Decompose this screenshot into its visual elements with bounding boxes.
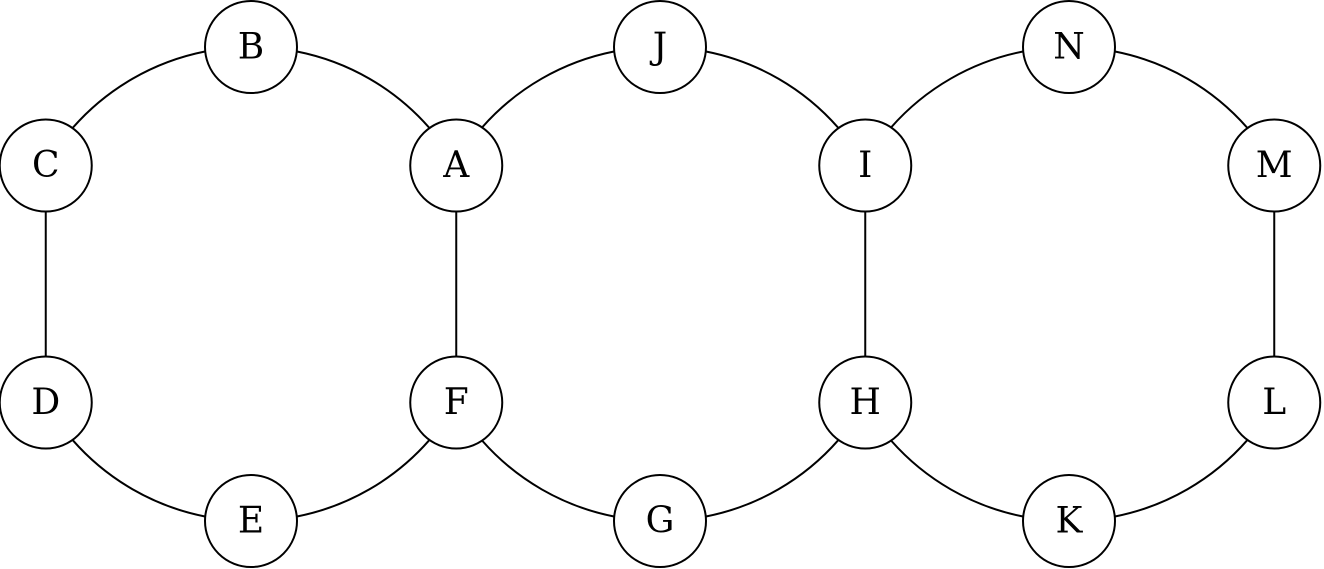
node-circle [613, 0, 707, 94]
node-b: B [204, 0, 298, 94]
node-circle [1227, 355, 1322, 450]
node-label: M [1256, 145, 1293, 186]
node-label: G [646, 501, 675, 542]
node-l: L [1227, 355, 1322, 450]
edge-b-c [71, 50, 206, 129]
node-e: E [204, 474, 298, 568]
node-label: C [32, 145, 60, 186]
node-circle [409, 118, 504, 213]
node-circle [204, 0, 298, 94]
node-h: H [818, 355, 913, 450]
node-circle [0, 118, 93, 213]
node-circle [1227, 118, 1322, 213]
node-j: J [613, 0, 707, 94]
node-circle [818, 118, 913, 213]
edge-j-i [705, 50, 840, 129]
edge-g-f [481, 439, 615, 518]
node-d: D [0, 355, 93, 450]
node-label: D [31, 382, 60, 423]
node-label: N [1053, 27, 1085, 68]
node-circle [409, 355, 504, 450]
node-label: B [238, 27, 264, 68]
node-i: I [818, 118, 913, 213]
edge-l-k [1114, 439, 1249, 518]
node-circle [818, 355, 913, 450]
node-circle [1022, 0, 1116, 94]
edge-i-n [890, 50, 1024, 129]
node-f: F [409, 355, 504, 450]
edge-d-e [71, 439, 206, 518]
node-circle [204, 474, 298, 568]
node-label: L [1262, 382, 1286, 423]
node-k: K [1022, 474, 1116, 568]
node-label: J [649, 27, 667, 68]
edge-h-g [705, 439, 840, 518]
node-a: A [409, 118, 504, 213]
node-label: A [442, 145, 470, 186]
node-label: I [858, 145, 872, 186]
node-label: K [1056, 501, 1084, 542]
node-n: N [1022, 0, 1116, 94]
edge-n-m [1114, 50, 1249, 129]
edges-layer [44, 50, 1276, 518]
node-circle [1022, 474, 1116, 568]
node-label: E [238, 501, 264, 542]
node-m: M [1227, 118, 1322, 213]
node-c: C [0, 118, 93, 213]
edge-e-f [296, 439, 431, 518]
node-label: H [850, 382, 881, 423]
node-g: G [613, 474, 707, 568]
node-label: F [444, 382, 469, 423]
edge-a-j [481, 50, 615, 129]
node-circle [0, 355, 93, 450]
edge-k-h [890, 439, 1024, 518]
node-circle [613, 474, 707, 568]
edge-a-b [296, 50, 431, 129]
